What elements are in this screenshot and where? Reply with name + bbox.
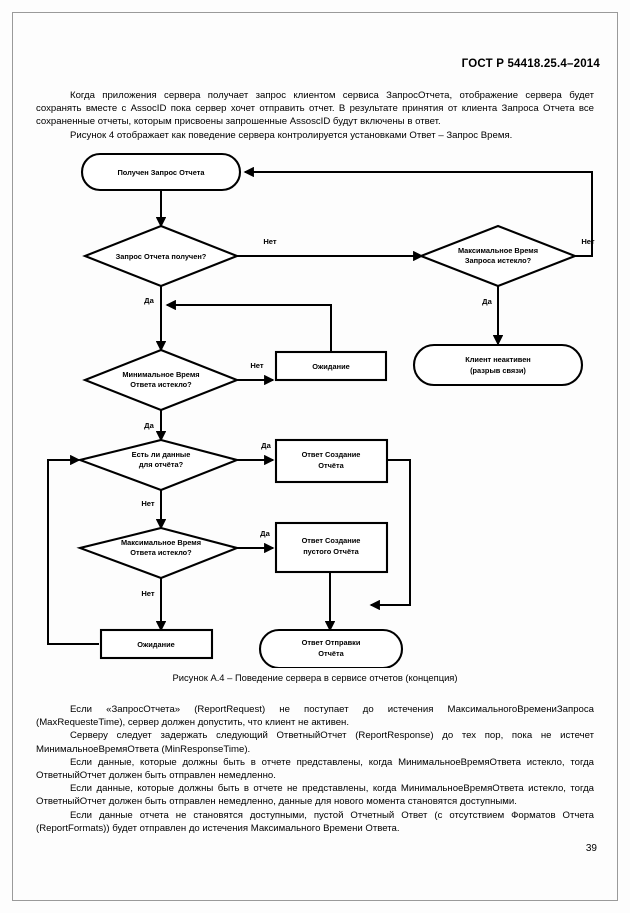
outro-paragraphs: Если «ЗапросОтчета» (ReportRequest) не п… [36, 703, 594, 835]
node-response-create-empty-report: Ответ Создание пустого Отчёта [274, 521, 389, 574]
node-decision-max-request-time-line2: Запроса истекло? [465, 256, 532, 265]
edge-label-min-response-time-yes: Да [144, 421, 154, 430]
edge-label-max-request-time-yes: Да [482, 297, 492, 306]
node-response-create-report: Ответ Создание Отчёта [274, 438, 389, 484]
node-response-send-report-line1: Ответ Отправки [302, 638, 361, 647]
node-decision-max-request-time-line1: Максимальное Время [458, 246, 538, 255]
edge-label-max-response-time-no: Нет [141, 589, 155, 598]
node-wait-upper-label: Ожидание [312, 362, 349, 371]
node-decision-request-received: Запрос Отчета получен? [82, 224, 240, 288]
node-client-inactive-line1: Клиент неактивен [465, 355, 531, 364]
node-client-inactive: Клиент неактивен (разрыв связи) [412, 343, 584, 387]
node-decision-min-response-time: Минимальное Время Ответа истекло? [82, 348, 240, 412]
outro-paragraph-3: Если данные, которые должны быть в отчет… [36, 756, 594, 782]
node-client-inactive-line2: (разрыв связи) [470, 366, 526, 375]
figure-caption: Рисунок А.4 – Поведение сервера в сервис… [172, 672, 458, 683]
outro-paragraph-1: Если «ЗапросОтчета» (ReportRequest) не п… [36, 704, 594, 729]
node-decision-min-response-time-line1: Минимальное Время [122, 370, 199, 379]
node-decision-data-available-line2: для отчёта? [139, 460, 184, 469]
edge-label-min-response-time-no: Нет [250, 361, 264, 370]
node-decision-max-response-time-line1: Максимальное Время [121, 538, 201, 547]
connector-wait-upper-loop [165, 299, 332, 352]
node-wait-lower: Ожидание [99, 628, 214, 660]
node-response-create-empty-report-line1: Ответ Создание [302, 536, 361, 545]
flowchart-figure: Получен Запрос Отчета Запрос Отчета полу… [30, 148, 600, 670]
node-decision-max-response-time: Максимальное Время Ответа истекло? [76, 526, 241, 580]
outro-paragraph-5: Если данные отчета не становятся доступн… [36, 809, 594, 834]
node-start: Получен Запрос Отчета [80, 152, 242, 192]
connector-create-report-to-send [369, 459, 411, 611]
node-decision-max-request-time: Максимальное Время Запроса истекло? [418, 224, 578, 288]
document-standard-header: ГОСТ Р 54418.25.4–2014 [461, 58, 600, 70]
node-response-send-report-line2: Отчёта [318, 649, 344, 658]
edge-label-max-request-time-no: Нет [581, 237, 595, 246]
edge-label-data-available-yes: Да [261, 441, 271, 450]
node-decision-data-available: Есть ли данные для отчёта? [76, 438, 241, 492]
outro-paragraph-2: Серверу следует задержать следующий Отве… [36, 730, 594, 755]
node-wait-upper: Ожидание [274, 350, 388, 382]
node-decision-min-response-time-line2: Ответа истекло? [130, 380, 192, 389]
node-decision-max-response-time-line2: Ответа истекло? [130, 548, 192, 557]
edge-label-request-received-no: Нет [263, 237, 277, 246]
node-start-label: Получен Запрос Отчета [118, 168, 206, 177]
edge-label-request-received-yes: Да [144, 296, 154, 305]
connector-wait-lower-loop [47, 454, 99, 645]
intro-paragraphs: Когда приложения сервера получает запрос… [36, 89, 594, 142]
outro-paragraph-4: Если данные, которые должны быть в отчет… [36, 783, 594, 808]
edge-label-data-available-no: Нет [141, 499, 155, 508]
edge-label-max-response-time-yes: Да [260, 529, 270, 538]
intro-paragraph-2: Рисунок 4 отображает как поведение серве… [70, 129, 513, 141]
node-response-create-report-line1: Ответ Создание [302, 450, 361, 459]
node-decision-data-available-line1: Есть ли данные [132, 450, 191, 459]
node-wait-lower-label: Ожидание [137, 640, 174, 649]
flowchart-svg: Получен Запрос Отчета Запрос Отчета полу… [47, 152, 595, 670]
node-decision-request-received-label: Запрос Отчета получен? [116, 252, 207, 261]
node-response-create-empty-report-line2: пустого Отчёта [303, 547, 359, 556]
node-response-create-report-line2: Отчёта [318, 461, 344, 470]
intro-paragraph-1: Когда приложения сервера получает запрос… [36, 90, 594, 128]
node-response-send-report: Ответ Отправки Отчёта [258, 628, 404, 670]
connector-max-request-time-no-loop [243, 166, 593, 257]
page-number: 39 [585, 843, 597, 854]
